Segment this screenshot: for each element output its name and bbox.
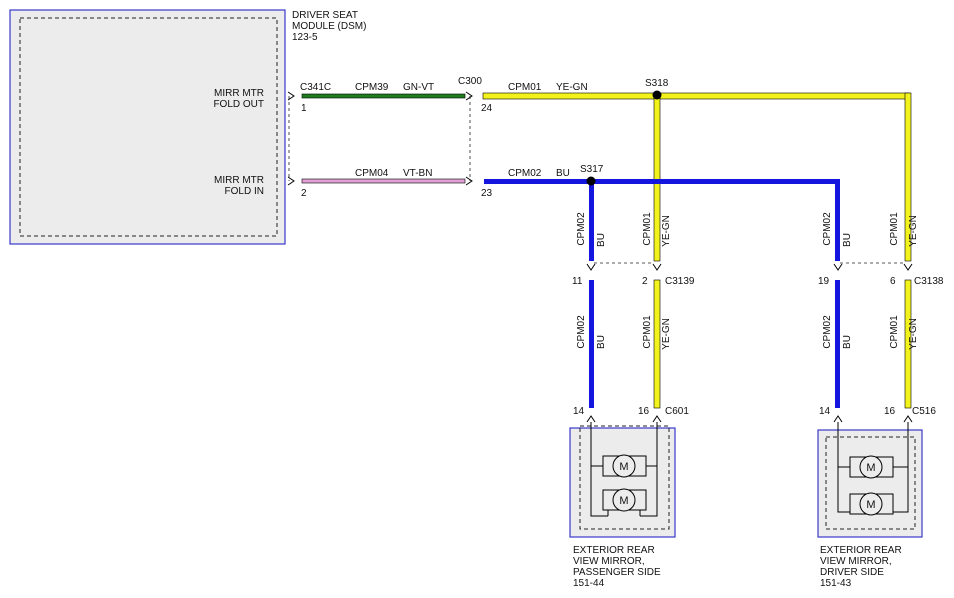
mirror-passenger-motor-1 (602, 454, 647, 478)
mirror-driver-label-line-1: EXTERIOR REAR (820, 545, 902, 556)
connector-c341c (287, 91, 295, 186)
wire-cpm04-circuit-label: CPM04 (355, 168, 389, 179)
label-cpm02-lower-left-color: BU (596, 335, 607, 349)
wire-cpm01-circuit-label: CPM01 (508, 82, 542, 93)
connector-c300 (465, 91, 473, 186)
connector-c601-label: C601 (665, 406, 689, 417)
motor-label: M (619, 461, 628, 473)
connector-c341c-label: C341C (300, 82, 331, 93)
wire-cpm04-color-label: VT-BN (403, 168, 432, 179)
dsm-module-box (9, 9, 286, 245)
connector-c601-pin-16: 16 (638, 406, 650, 417)
connector-c3139-pin-11: 11 (572, 276, 583, 287)
motor-label: M (866, 499, 875, 511)
mirror-driver-box (817, 429, 923, 538)
connector-c516 (833, 415, 913, 423)
dsm-pin-label-fold-in-1: MIRR MTR (214, 175, 264, 186)
mirror-driver-inner-outline (825, 436, 916, 530)
mirror-passenger-motor-2 (602, 488, 647, 512)
label-cpm02-lower-left-circuit: CPM02 (576, 315, 587, 349)
wire-cpm39-circuit-label: CPM39 (355, 82, 389, 93)
connector-c3138-pin-19: 19 (818, 276, 830, 287)
splice-s317-label: S317 (580, 164, 604, 175)
label-cpm01-lower-right-color: YE-GN (908, 318, 919, 350)
connector-c300-pin-23: 23 (481, 188, 493, 199)
wire-cpm39 (301, 93, 466, 99)
connector-c516-pin-14: 14 (819, 406, 831, 417)
dsm-pin-label-fold-out-2: FOLD OUT (213, 99, 264, 110)
label-cpm02-upper-left-color: BU (596, 233, 607, 247)
dsm-pin-label-fold-out-1: MIRR MTR (214, 88, 264, 99)
label-cpm01-upper-left-color: YE-GN (661, 215, 672, 247)
connector-c300-pin-24: 24 (481, 103, 493, 114)
mirror-passenger-label-line-2: VIEW MIRROR, (573, 556, 645, 567)
label-cpm01-lower-left-color: YE-GN (661, 318, 672, 350)
dsm-title-line-2: MODULE (DSM) (292, 21, 366, 32)
mirror-driver-motor-wiring (837, 422, 909, 513)
wire-cpm02-network (484, 179, 840, 408)
connector-c3138-label: C3138 (914, 276, 944, 287)
connector-c3138-pin-6: 6 (890, 276, 896, 287)
wire-cpm02-circuit-label: CPM02 (508, 168, 542, 179)
connector-c601-pin-14: 14 (573, 406, 585, 417)
mirror-passenger-motor-link (607, 510, 641, 516)
mirror-driver-label-line-3: DRIVER SIDE (820, 567, 884, 578)
label-cpm01-upper-right-circuit: CPM01 (889, 212, 900, 246)
mirror-passenger-label-line-1: EXTERIOR REAR (573, 545, 655, 556)
connector-c3139-label: C3139 (665, 276, 695, 287)
label-cpm01-upper-right-color: YE-GN (908, 215, 919, 247)
label-cpm01-upper-left-circuit: CPM01 (642, 212, 653, 246)
dsm-pin-label-fold-in-2: FOLD IN (225, 186, 264, 197)
mirror-driver-motor-1 (849, 455, 894, 479)
splice-s318-label: S318 (645, 78, 669, 89)
connector-c341c-pin-2: 2 (301, 188, 307, 199)
wire-cpm39-color-label: GN-VT (403, 82, 434, 93)
dsm-title-line-1: DRIVER SEAT (292, 10, 358, 21)
connector-c516-pin-16: 16 (884, 406, 896, 417)
connector-c3138 (833, 262, 913, 271)
dsm-module-inner-outline (19, 17, 278, 237)
motor-label: M (866, 462, 875, 474)
mirror-driver-label-line-2: VIEW MIRROR, (820, 556, 892, 567)
label-cpm01-lower-left-circuit: CPM01 (642, 315, 653, 349)
label-cpm02-lower-right-circuit: CPM02 (822, 315, 833, 349)
mirror-driver-label-line-4: 151-43 (820, 578, 852, 589)
label-cpm02-upper-left-circuit: CPM02 (576, 212, 587, 246)
dsm-title-line-3: 123-5 (292, 32, 318, 43)
connector-c516-label: C516 (912, 406, 936, 417)
connector-c601 (586, 415, 662, 423)
motor-label: M (619, 495, 628, 507)
connector-c300-label: C300 (458, 76, 482, 87)
wire-cpm01-network (482, 92, 912, 409)
label-cpm02-lower-right-color: BU (842, 335, 853, 349)
label-cpm02-upper-right-circuit: CPM02 (822, 212, 833, 246)
mirror-passenger-inner-outline (579, 425, 670, 530)
label-cpm02-upper-right-color: BU (842, 233, 853, 247)
mirror-passenger-label-line-3: PASSENGER SIDE (573, 567, 661, 578)
wire-cpm02-color-label: BU (556, 168, 570, 179)
mirror-passenger-label-line-4: 151-44 (573, 578, 605, 589)
label-cpm01-lower-right-circuit: CPM01 (889, 315, 900, 349)
mirror-passenger-box (569, 427, 676, 538)
wire-cpm04 (301, 178, 466, 184)
connector-c3139-pin-2: 2 (642, 276, 648, 287)
splice-s318-dot (652, 90, 662, 100)
mirror-passenger-motor-wiring (590, 422, 658, 517)
mirror-driver-motor-2 (849, 492, 894, 516)
connector-c341c-pin-1: 1 (301, 103, 307, 114)
splice-s317-dot (586, 176, 596, 186)
wire-cpm01-color-label: YE-GN (556, 82, 588, 93)
connector-c3139 (586, 262, 662, 271)
